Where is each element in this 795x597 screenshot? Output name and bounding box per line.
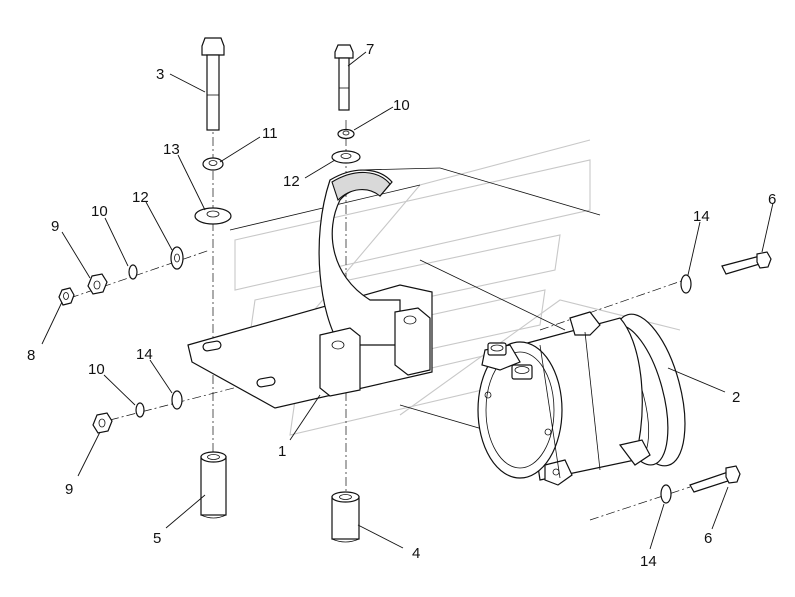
nut-9-left bbox=[87, 273, 108, 295]
callout-10-top: 10 bbox=[393, 97, 410, 114]
callout-6-lower: 6 bbox=[704, 530, 712, 547]
callout-6-upper: 6 bbox=[768, 191, 776, 208]
callout-13: 13 bbox=[163, 141, 180, 158]
spring-washer-11 bbox=[202, 157, 224, 171]
callout-10-lower: 10 bbox=[88, 361, 105, 378]
washer-14-upper-right bbox=[680, 274, 692, 294]
callout-10-left: 10 bbox=[91, 203, 108, 220]
callout-2: 2 bbox=[732, 389, 740, 406]
compressor bbox=[477, 311, 686, 486]
callout-labels: 3 7 10 11 13 12 10 12 9 8 14 10 9 1 5 4 … bbox=[27, 41, 776, 570]
bolt-short bbox=[334, 44, 354, 111]
leader-lines bbox=[41, 51, 774, 550]
flat-washer-13 bbox=[194, 207, 232, 225]
callout-14-left: 14 bbox=[136, 346, 153, 363]
callout-12-top: 12 bbox=[283, 173, 300, 190]
callout-5: 5 bbox=[153, 530, 161, 547]
lock-nut-8 bbox=[58, 287, 75, 306]
callout-8: 8 bbox=[27, 347, 35, 364]
washer-14-lower-right bbox=[660, 484, 672, 504]
flat-washer-12-left bbox=[170, 246, 184, 270]
callout-14-lower-right: 14 bbox=[640, 553, 657, 570]
bolt-long bbox=[201, 37, 225, 131]
nut-9-lower bbox=[92, 412, 113, 434]
callout-9-lower: 9 bbox=[65, 481, 73, 498]
callout-11: 11 bbox=[262, 125, 278, 142]
spring-washer-10-lower bbox=[135, 402, 145, 418]
flat-washer-12-top bbox=[331, 150, 361, 164]
callout-14-upper-right: 14 bbox=[693, 208, 710, 225]
bolt-6-upper bbox=[721, 251, 772, 275]
callout-1: 1 bbox=[278, 443, 286, 460]
callout-9-left: 9 bbox=[51, 218, 59, 235]
bolt-6-lower bbox=[689, 465, 741, 493]
callout-3: 3 bbox=[156, 66, 164, 83]
callout-12-left: 12 bbox=[132, 189, 149, 206]
spacer-tube-5 bbox=[200, 451, 227, 519]
mounting-bracket bbox=[187, 169, 433, 409]
spring-washer-10-left bbox=[128, 264, 138, 280]
spring-washer-10-top bbox=[337, 128, 355, 140]
callout-7: 7 bbox=[366, 41, 374, 58]
spacer-tube-4 bbox=[331, 491, 360, 543]
washer-14-left bbox=[171, 390, 183, 410]
callout-4: 4 bbox=[412, 545, 420, 562]
